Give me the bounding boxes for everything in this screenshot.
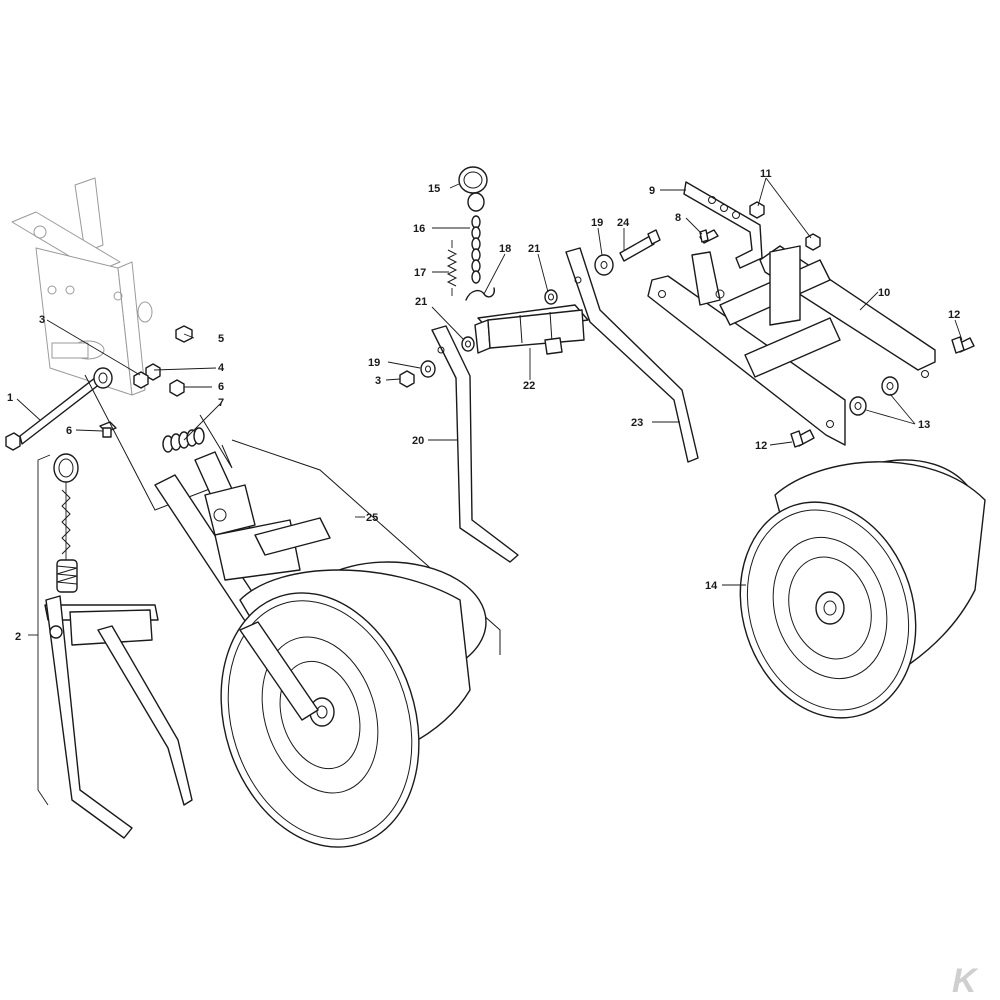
callout-labels: 1 2 3 3 4 5 6 6 7 8 9 10 11 12 12 13 14 …	[7, 168, 960, 643]
washer-19-left	[420, 360, 436, 378]
bushing-21-right	[544, 289, 558, 305]
hook-18	[465, 287, 496, 301]
callout-23: 23	[631, 417, 643, 429]
callout-3-middle: 3	[375, 375, 381, 387]
nuts-11	[749, 201, 821, 251]
roller-14	[739, 459, 986, 719]
tine-assembly-2	[44, 453, 193, 839]
chain-16	[471, 215, 481, 284]
frame-mount-plate	[11, 177, 153, 396]
callout-13: 13	[918, 419, 930, 431]
callout-15: 15	[428, 183, 440, 195]
spring-17	[446, 240, 458, 296]
bolt-8	[699, 229, 719, 244]
callout-16: 16	[413, 223, 425, 235]
callout-17: 17	[414, 267, 426, 279]
washer-19-right	[594, 254, 614, 276]
callout-18: 18	[499, 243, 511, 255]
callout-8: 8	[675, 212, 681, 224]
nut-3-middle	[399, 370, 415, 388]
ring-15	[458, 166, 488, 212]
callout-2: 2	[15, 631, 21, 643]
callout-20: 20	[412, 435, 424, 447]
spring-7	[162, 427, 205, 453]
callout-10: 10	[878, 287, 890, 299]
callout-1: 1	[7, 392, 13, 404]
assembly-guide-lines	[84, 374, 501, 655]
washers-13	[849, 376, 899, 416]
tine-20	[431, 325, 519, 563]
callout-24: 24	[617, 217, 630, 229]
bolts-12	[790, 336, 975, 448]
callout-25: 25	[366, 512, 378, 524]
tine-23	[565, 247, 699, 463]
bolt-1	[5, 367, 113, 451]
nuts-and-bolts-3-to-6	[99, 325, 193, 438]
brand-logo: K	[952, 962, 979, 1000]
bracket-22	[474, 304, 589, 355]
callout-6-right: 6	[218, 381, 224, 393]
frame-10	[647, 245, 936, 446]
callout-5: 5	[218, 333, 224, 345]
callout-12-lower: 12	[755, 440, 767, 452]
callout-6-left: 6	[66, 425, 72, 437]
bolt-24	[619, 229, 661, 262]
callout-4: 4	[218, 362, 225, 374]
callout-21-right: 21	[528, 243, 540, 255]
callout-9: 9	[649, 185, 655, 197]
callout-7: 7	[218, 397, 224, 409]
callout-11: 11	[760, 168, 772, 180]
callout-22: 22	[523, 380, 535, 392]
bracket-9	[683, 181, 763, 269]
callout-14: 14	[705, 580, 718, 592]
callout-3-left: 3	[39, 314, 45, 326]
bushing-21-left	[461, 336, 475, 352]
callout-12-right: 12	[948, 309, 960, 321]
wheel-assembly-25	[154, 451, 487, 848]
callout-19-left: 19	[368, 357, 380, 369]
brand-logo-mark: K	[952, 962, 979, 1000]
callout-19-right: 19	[591, 217, 603, 229]
callout-21-left: 21	[415, 296, 427, 308]
leader-lines	[16, 177, 963, 806]
